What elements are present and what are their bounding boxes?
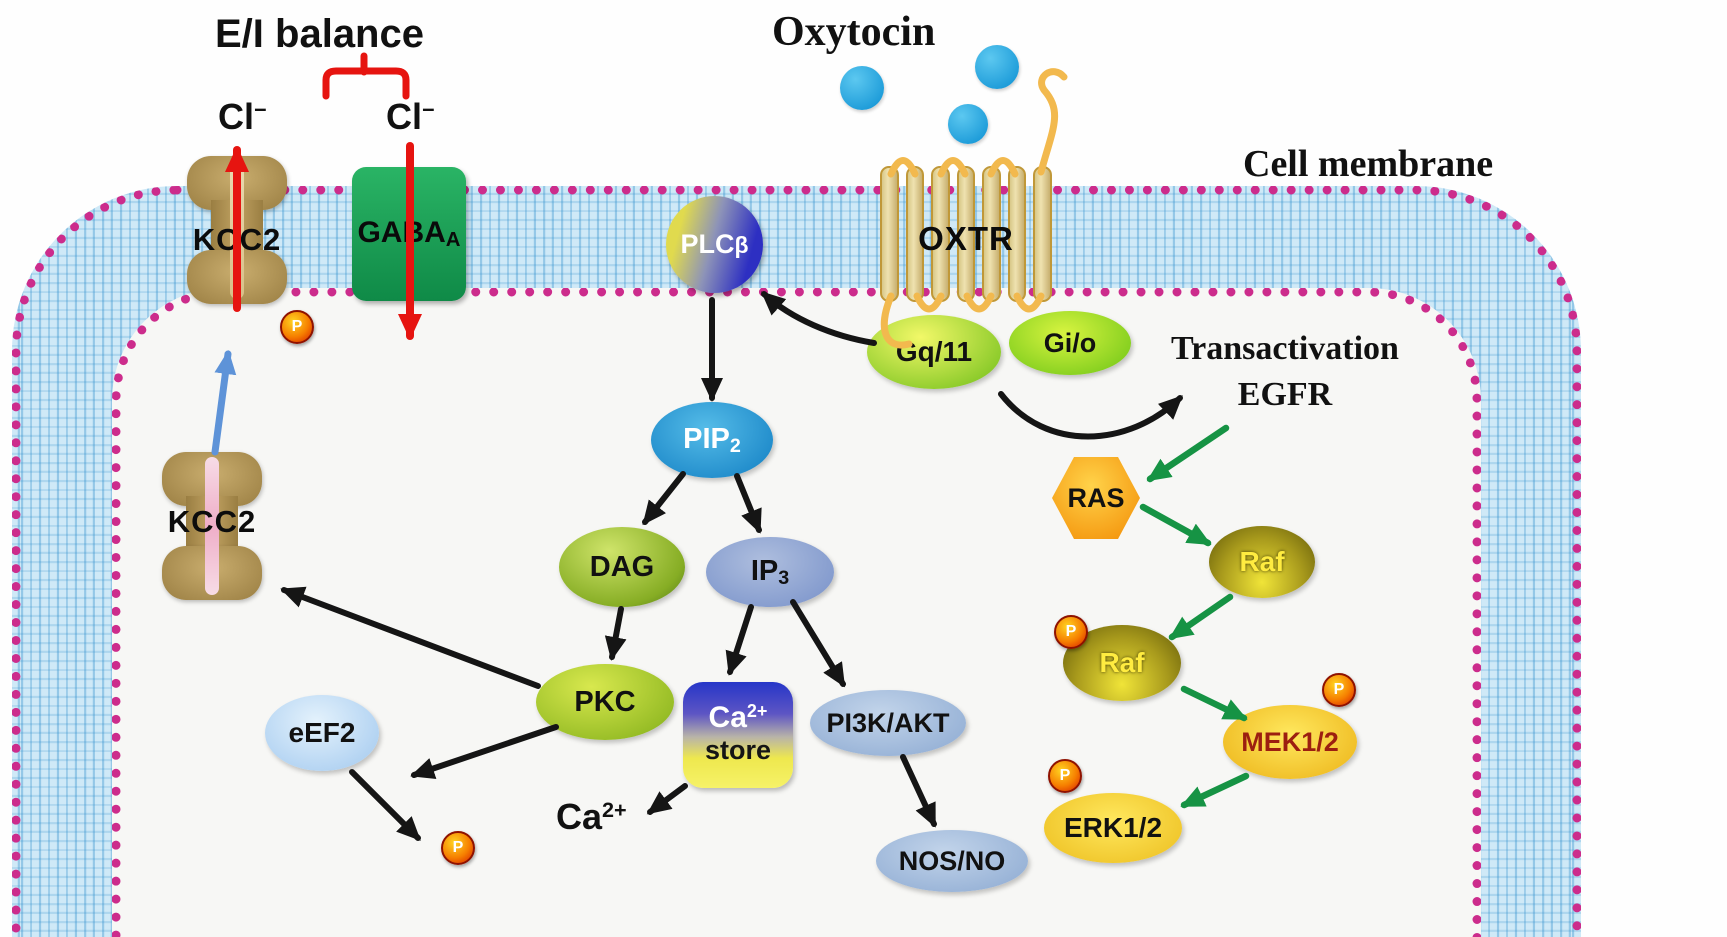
kcc2-transporter-intracellular: KCC2 [162,452,262,600]
ca-sup: 2+ [746,700,768,721]
gio-protein: Gi/o [1009,311,1131,375]
kcc2-transporter-membrane: KCC2 [187,156,287,304]
chloride-label-left: Cl− [218,96,267,138]
cl-sup: − [254,97,267,123]
phospho-badge-kcc2: P [280,310,314,344]
gabaa-label: GABAA [357,216,460,252]
pip2-label: PIP2 [683,423,741,458]
erk12-node: ERK1/2 [1044,793,1182,863]
calcium-store-line2: store [704,734,772,765]
ip3-label: IP3 [751,555,789,590]
calcium-store-line1: Ca2+ [709,701,768,735]
gaba-sub: A [445,229,461,252]
nos-no-node: NOS/NO [876,830,1028,892]
cl-sup: − [422,97,435,123]
ca-base: Ca [556,796,603,837]
ca-base: Ca [708,700,747,734]
phospho-badge-raf: P [1054,615,1088,649]
ei-balance-bracket [322,52,410,100]
kcc2-membrane-label: KCC2 [192,222,282,257]
ei-balance-title: E/I balance [215,12,424,56]
ca-sup: 2+ [602,797,627,823]
phospho-badge-mek: P [1322,673,1356,707]
free-calcium-label: Ca2+ [556,796,627,838]
oxytocin-molecule [975,45,1019,89]
oxtr-label: OXTR [918,220,1014,257]
cell-membrane-label: Cell membrane [1243,143,1494,185]
gaba-base: GABA [357,215,446,249]
cl-base: Cl [386,96,422,137]
chloride-label-right: Cl− [386,96,435,138]
transactivation-egfr-label: Transactivation EGFR [1128,326,1442,418]
calcium-store: Ca2+ store [683,682,793,788]
gq11-protein: Gq/11 [867,315,1001,389]
ip-sub: 3 [778,566,790,589]
plc-beta-enzyme: PLCβ [666,196,763,293]
cl-base: Cl [218,96,254,137]
raf-upper-node: Raf [1209,526,1315,598]
mek12-node: MEK1/2 [1223,705,1357,779]
dag-node: DAG [559,527,685,607]
oxytocin-molecule [948,104,988,144]
ip-base: IP [750,554,779,587]
oxytocin-title: Oxytocin [772,9,936,55]
plcb-label: PLCβ [681,229,749,260]
ip3-node: IP3 [706,537,834,607]
oxtr-nterm-tail [1037,68,1068,176]
pi3k-akt-node: PI3K/AKT [810,690,966,756]
egfr-line: EGFR [1237,376,1333,413]
oxtr-receptor [880,166,1053,302]
oxytocin-molecule [840,66,884,110]
transactivation-line: Transactivation [1171,330,1399,367]
pip-base: PIP [683,422,730,455]
pip2-node: PIP2 [651,402,773,478]
phospho-badge-erk: P [1048,759,1082,793]
eef2-node: eEF2 [265,695,379,771]
kcc2-channel [205,457,219,595]
pip-sub: 2 [729,434,741,457]
pkc-node: PKC [536,664,674,740]
phospho-badge-bottom: P [441,831,475,865]
plc-base: PLC [680,229,735,259]
kcc2-intracellular-label: KCC2 [167,504,257,539]
plc-beta-char: β [734,232,749,258]
gabaa-channel: GABAA [352,167,466,301]
